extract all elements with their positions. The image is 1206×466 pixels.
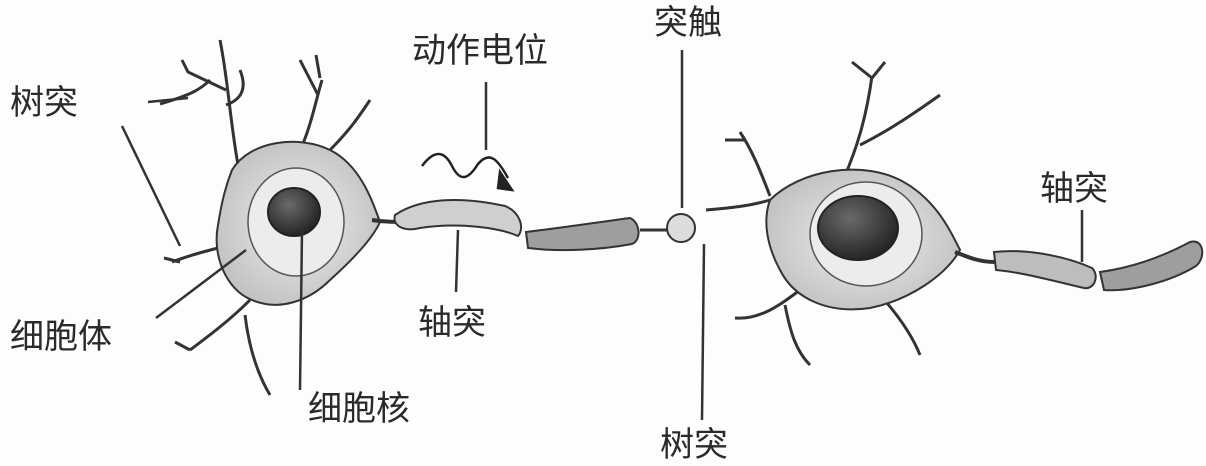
action-potential-wave: [422, 154, 512, 190]
right-myelin-2: [1100, 241, 1202, 290]
right-myelin-1: [994, 251, 1096, 288]
axon-terminal: [667, 214, 695, 242]
axon-segments: [395, 200, 695, 250]
label-dendrite-left: 树突: [10, 86, 78, 120]
label-dendrite-bottom: 树突: [660, 428, 728, 462]
left-neuron: [160, 40, 400, 395]
label-axon-right: 轴突: [1040, 172, 1108, 206]
label-axon-middle: 轴突: [418, 306, 486, 340]
right-neuron: [706, 62, 1202, 365]
label-action-potential: 动作电位: [412, 34, 548, 68]
left-nucleus: [268, 188, 320, 236]
label-cell-body: 细胞体: [10, 320, 112, 354]
right-nucleus: [818, 196, 898, 260]
label-nucleus: 细胞核: [308, 392, 410, 426]
label-synapse: 突触: [654, 6, 722, 40]
myelin-sheath-2: [526, 218, 639, 250]
